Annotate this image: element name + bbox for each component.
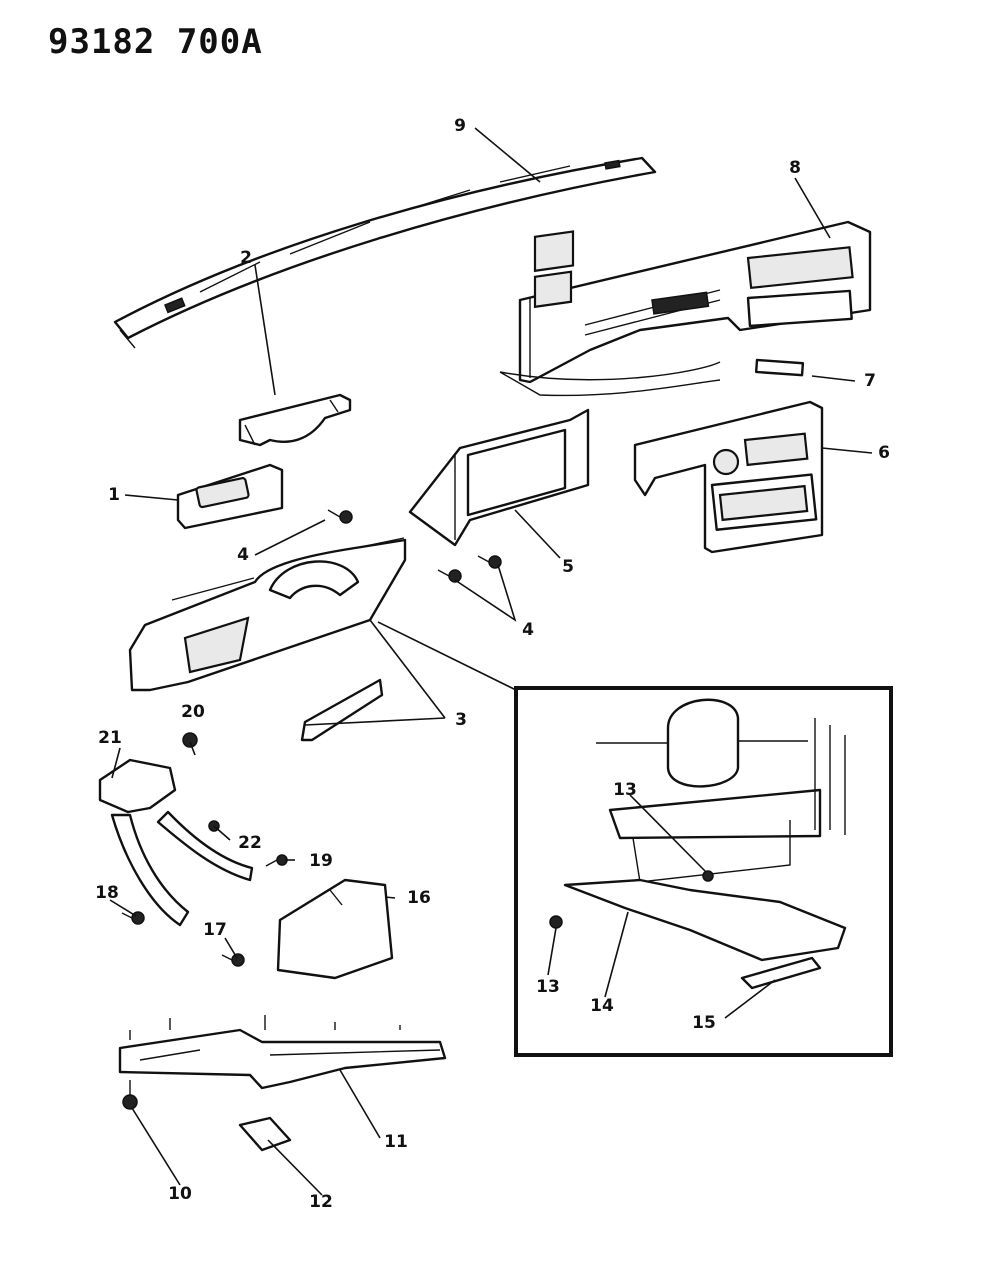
- callout-1: 1: [108, 485, 120, 505]
- callout-17: 17: [203, 920, 227, 940]
- callout-15: 15: [692, 1013, 716, 1033]
- callout-16: 16: [407, 888, 431, 908]
- center-bezel: [633, 400, 824, 554]
- callout-14: 14: [590, 996, 614, 1016]
- bezel-insert: [754, 358, 805, 377]
- dash-top-pad: [113, 156, 657, 349]
- callout-9: 9: [454, 116, 466, 136]
- callout-4-left: 4: [237, 545, 249, 565]
- column-upper-bracket: [238, 393, 352, 447]
- retaining-clip: [238, 1116, 292, 1152]
- leader-lines: [109, 127, 873, 1196]
- callout-19: 19: [309, 851, 333, 871]
- callout-4-right: 4: [522, 620, 534, 640]
- callout-3: 3: [455, 710, 467, 730]
- callout-7: 7: [864, 371, 876, 391]
- callout-20: 20: [181, 702, 205, 722]
- callout-11: 11: [384, 1132, 408, 1152]
- lower-panel-cover: [128, 537, 407, 742]
- knee-bolster-cover: [276, 878, 394, 980]
- column-support-bracket: [98, 732, 254, 927]
- callout-8: 8: [789, 158, 801, 178]
- callout-13-top: 13: [613, 780, 637, 800]
- instrument-panel-bezel: [499, 220, 872, 397]
- detail-inset: [514, 686, 893, 1057]
- callout-6: 6: [878, 443, 890, 463]
- callout-12: 12: [309, 1192, 333, 1212]
- callout-18: 18: [95, 883, 119, 903]
- callout-21: 21: [98, 728, 122, 748]
- lower-reinforcement: [118, 1015, 447, 1090]
- lower-center-bezel: [408, 408, 590, 547]
- screw-fasteners: [327, 509, 502, 583]
- mounting-screw: [122, 1080, 138, 1110]
- callout-13-bottom: 13: [536, 977, 560, 997]
- trim-panel: [176, 463, 284, 530]
- callout-5: 5: [562, 557, 574, 577]
- callout-10: 10: [168, 1184, 192, 1204]
- callout-labels: 9 8 7 6 5 2 1 4 4 3 20 21 22 19 16 17 18…: [95, 116, 890, 1212]
- small-screws: [121, 854, 288, 967]
- document-code: 93182 700A: [48, 22, 263, 62]
- callout-2: 2: [240, 248, 252, 268]
- callout-22: 22: [238, 833, 262, 853]
